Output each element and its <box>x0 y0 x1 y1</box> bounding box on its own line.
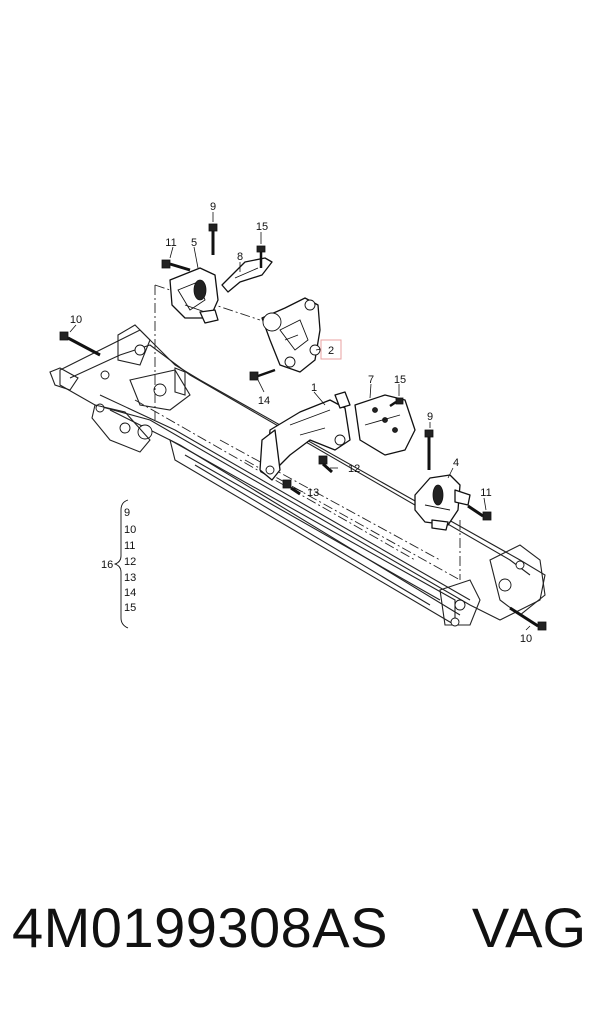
callout-15-right: 15 <box>394 374 406 386</box>
kit-list: 16 9 10 11 12 13 14 15 <box>101 499 136 629</box>
callout-14: 14 <box>258 395 270 407</box>
kit-item: 15 <box>124 602 136 614</box>
callout-5: 5 <box>191 237 197 249</box>
callout-4: 4 <box>453 457 459 469</box>
leader-lines <box>69 212 531 631</box>
kit-item: 10 <box>124 524 136 536</box>
engine-mount-left <box>169 267 219 324</box>
subframe <box>49 324 546 627</box>
footer-caption: 4M0199308AS VAG <box>0 895 600 985</box>
callout-2: 2 <box>328 345 334 357</box>
callout-1: 1 <box>311 382 317 394</box>
callout-12: 12 <box>348 463 360 475</box>
callout-11-left: 11 <box>165 237 176 249</box>
engine-mount-right <box>414 474 471 531</box>
bracket-1 <box>259 391 351 481</box>
callout-9-right: 9 <box>427 411 433 423</box>
callout-9-top: 9 <box>210 201 216 213</box>
heat-shield-7 <box>354 394 416 456</box>
callout-7: 7 <box>368 374 374 386</box>
callout-11-right: 11 <box>480 487 491 499</box>
kit-item: 14 <box>124 587 136 599</box>
kit-item: 12 <box>124 556 136 568</box>
kit-item: 9 <box>124 507 130 519</box>
mounting-bracket-2 <box>261 297 321 373</box>
bolts <box>59 223 547 631</box>
callout-10-left: 10 <box>70 314 82 326</box>
callout-15-top: 15 <box>256 221 268 233</box>
kit-item: 13 <box>124 572 136 584</box>
callout-13: 13 <box>307 487 319 499</box>
brand-name: VAG <box>471 896 586 959</box>
callout-10-right: 10 <box>520 633 532 645</box>
highlight-box <box>320 339 342 360</box>
kit-item: 11 <box>124 540 135 552</box>
kit-label: 16 <box>101 559 113 571</box>
callout-labels: 9 11 5 8 15 10 2 14 1 7 15 12 13 9 4 11 … <box>70 201 532 645</box>
heat-shield-8 <box>221 257 273 293</box>
exploded-parts-diagram: 9 11 5 8 15 10 2 14 1 7 15 12 13 9 4 11 … <box>49 201 547 645</box>
callout-8: 8 <box>237 251 243 263</box>
part-number: 4M0199308AS <box>12 896 389 959</box>
